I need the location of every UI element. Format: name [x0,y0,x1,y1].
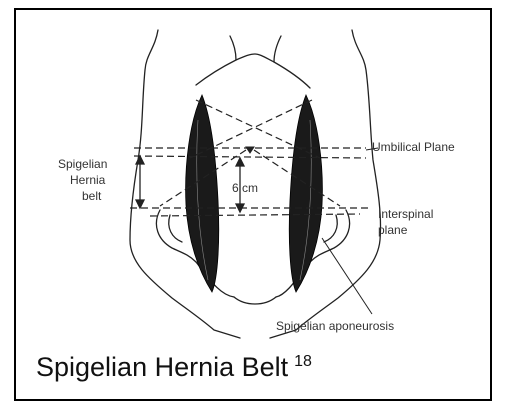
neck-left [230,36,236,60]
neck-right [274,36,281,62]
left-aponeurosis-band [186,95,219,292]
left-iliac-inner [169,215,182,242]
belt-label-line2: Hernia [70,173,106,187]
torso-left-outline [130,30,240,338]
right-iliac-inner [324,215,337,242]
umbilical-plane-line-2 [134,156,366,158]
umbilicus [246,147,254,153]
right-aponeurosis-band [289,95,322,292]
figure-caption: Spigelian Hernia Belt 18 [36,352,312,383]
chest-top-outline [196,54,310,88]
torso-right-outline [270,30,381,338]
umbilical-plane-label: Umbilical Plane [372,140,455,154]
belt-label-line3: belt [82,189,102,203]
belt-label-line1: Spigelian [58,157,107,171]
distance-label: 6 cm [232,181,258,195]
caption-text: Spigelian Hernia Belt [36,352,288,382]
interspinal-label-line2: plane [378,223,408,237]
interspinal-label-line1: Interspinal [378,207,433,221]
groin-outline [234,297,276,304]
caption-reference: 18 [294,353,312,370]
interspinal-plane-line-2 [150,214,360,216]
aponeurosis-label: Spigelian aponeurosis [276,319,394,333]
